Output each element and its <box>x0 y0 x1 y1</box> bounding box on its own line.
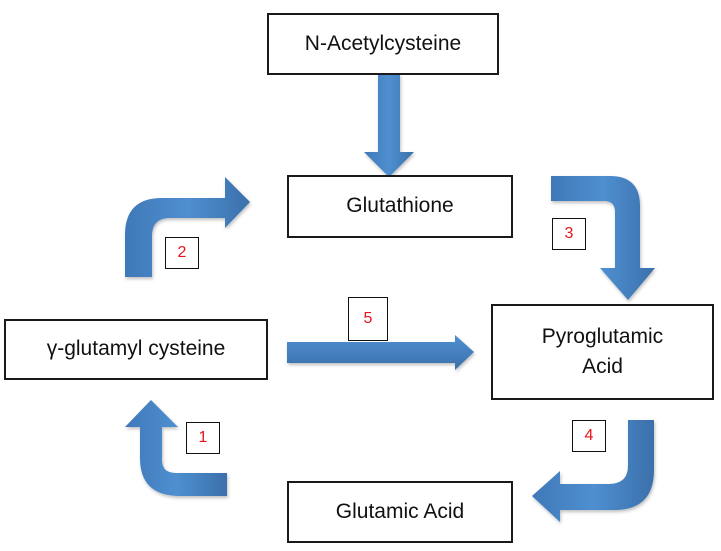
arrow-step-4 <box>532 420 654 522</box>
node-glutathione: Glutathione <box>287 175 513 238</box>
step-label-1: 1 <box>186 422 220 454</box>
node-gamma-glutamyl-cysteine: γ-glutamyl cysteine <box>4 319 268 380</box>
arrow-step-1 <box>125 400 227 496</box>
step-label-3: 3 <box>552 218 586 250</box>
step-number: 4 <box>584 427 594 444</box>
step-label-2: 2 <box>165 237 199 269</box>
node-label-line1: Pyroglutamic <box>541 324 664 348</box>
node-label: N-Acetylcysteine <box>304 31 462 55</box>
arrow-nac-to-glutathione <box>364 74 414 177</box>
step-number: 5 <box>363 310 373 327</box>
step-label-4: 4 <box>572 420 606 452</box>
step-number: 1 <box>198 429 208 446</box>
node-glutamic-acid: Glutamic Acid <box>287 481 513 543</box>
step-label-5: 5 <box>348 297 388 341</box>
arrow-step-5 <box>287 335 474 370</box>
arrow-step-3 <box>551 176 655 300</box>
node-pyroglutamic-acid: Pyroglutamic Acid <box>491 304 714 400</box>
node-label: Glutathione <box>346 194 454 218</box>
arrow-step-2 <box>125 177 250 277</box>
step-number: 3 <box>564 225 574 242</box>
step-number: 2 <box>177 244 187 261</box>
node-label: Glutamic Acid <box>335 499 465 523</box>
node-n-acetylcysteine: N-Acetylcysteine <box>267 13 499 75</box>
node-label-line2: Acid <box>582 355 623 378</box>
node-label: γ-glutamyl cysteine <box>46 337 226 361</box>
